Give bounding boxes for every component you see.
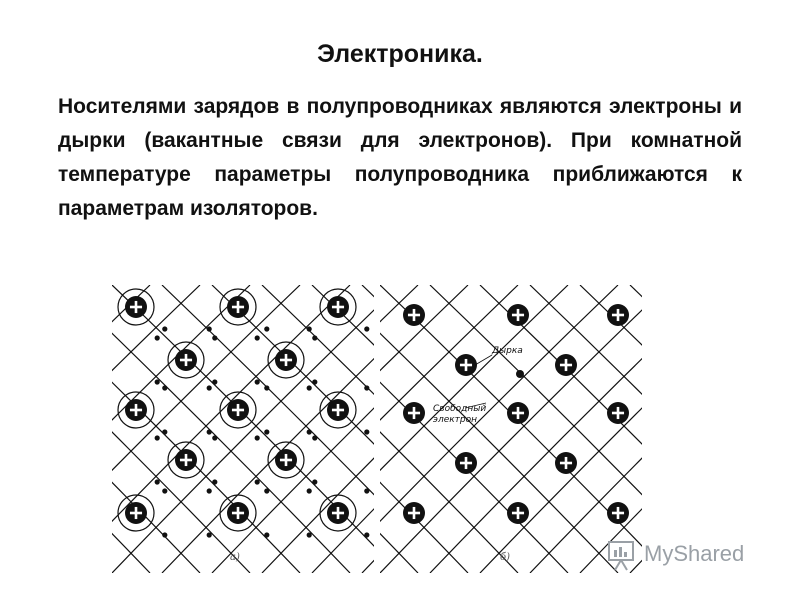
atom-core [607, 502, 629, 524]
free-electron-annotation-line2: электрон [433, 415, 478, 425]
atom-core [167, 441, 205, 479]
atom-core [455, 452, 477, 474]
figure-b-label: б) [500, 552, 511, 563]
free-electron-dot [516, 370, 524, 378]
atom-core [607, 304, 629, 326]
atom-core [403, 304, 425, 326]
atom-core [555, 354, 577, 376]
presentation-board-icon [608, 541, 634, 571]
hole-pointer [474, 354, 493, 366]
atom-core [117, 494, 155, 532]
lattice-bonds [112, 285, 374, 573]
atom-core [117, 391, 155, 429]
atom-core [507, 304, 529, 326]
atom-core [319, 494, 357, 532]
slide-body-text: Носителями зарядов в полупроводниках явл… [58, 95, 742, 220]
crystal-lattice-diagram-b [380, 285, 642, 573]
atom-core [403, 402, 425, 424]
atom-core [219, 288, 257, 326]
atom-core [319, 288, 357, 326]
lattice-bonds [380, 285, 642, 573]
crystal-lattice-diagram-a [112, 285, 374, 573]
atom-core [507, 402, 529, 424]
atom-core [267, 441, 305, 479]
watermark-text: MyShared [644, 541, 745, 566]
atom-core [267, 341, 305, 379]
lattice-atoms [403, 304, 629, 524]
atom-core [507, 502, 529, 524]
atom-core [167, 341, 205, 379]
atom-core [319, 391, 357, 429]
valence-electrons [154, 326, 370, 538]
atom-core [403, 502, 425, 524]
free-electron-annotation-line1: Свободный [433, 404, 487, 414]
lattice-atoms [117, 288, 357, 532]
atom-core [219, 494, 257, 532]
figure-a-label: а) [230, 552, 240, 563]
free-electron-pointer [464, 402, 487, 409]
slide-title: Электроника. [317, 40, 483, 68]
atom-core [117, 288, 155, 326]
atom-core [219, 391, 257, 429]
atom-core [555, 452, 577, 474]
atom-core [607, 402, 629, 424]
hole-annotation: Дырка [492, 346, 523, 356]
atom-core [455, 354, 477, 376]
myshared-watermark: MyShared [606, 538, 766, 572]
